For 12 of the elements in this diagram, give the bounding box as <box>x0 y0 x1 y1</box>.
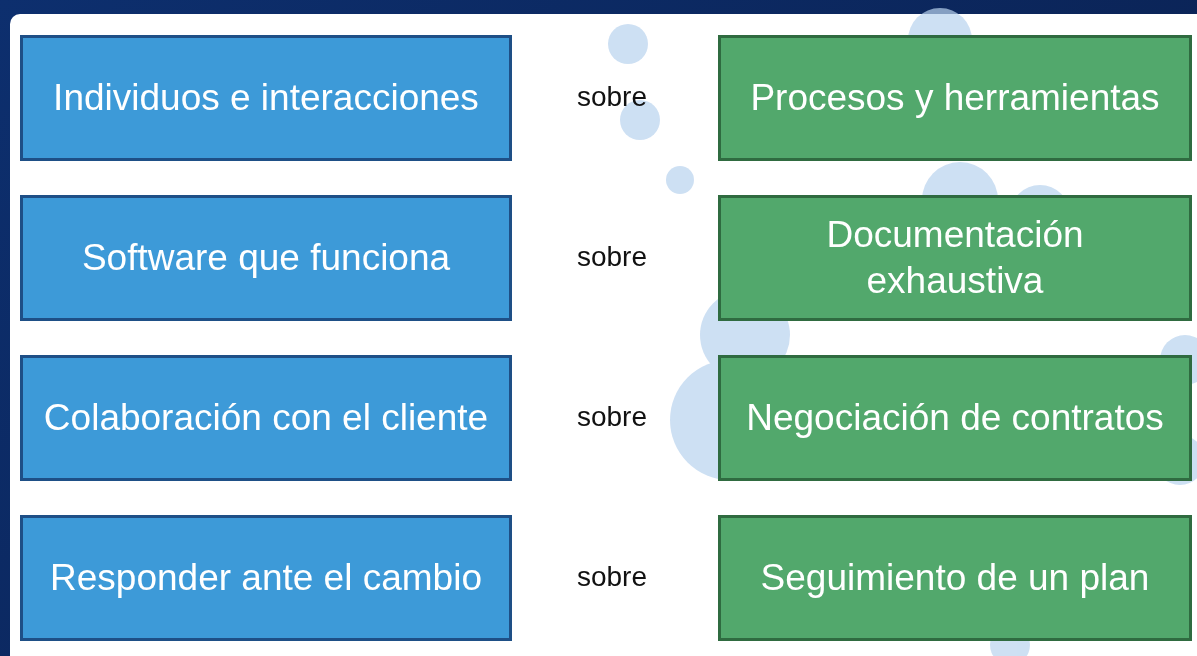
value-box: Documentación exhaustiva <box>718 195 1192 321</box>
comparison-word: sobre <box>575 401 648 433</box>
priority-box: Individuos e interacciones <box>20 35 512 161</box>
comparison-word: sobre <box>575 561 648 593</box>
value-box: Seguimiento de un plan <box>718 515 1192 641</box>
priority-box: Colaboración con el cliente <box>20 355 512 481</box>
comparison-word: sobre <box>575 81 648 113</box>
comparison-word: sobre <box>575 241 648 273</box>
value-box: Negociación de contratos <box>718 355 1192 481</box>
priority-box: Software que funciona <box>20 195 512 321</box>
priority-box: Responder ante el cambio <box>20 515 512 641</box>
value-box: Procesos y herramientas <box>718 35 1192 161</box>
